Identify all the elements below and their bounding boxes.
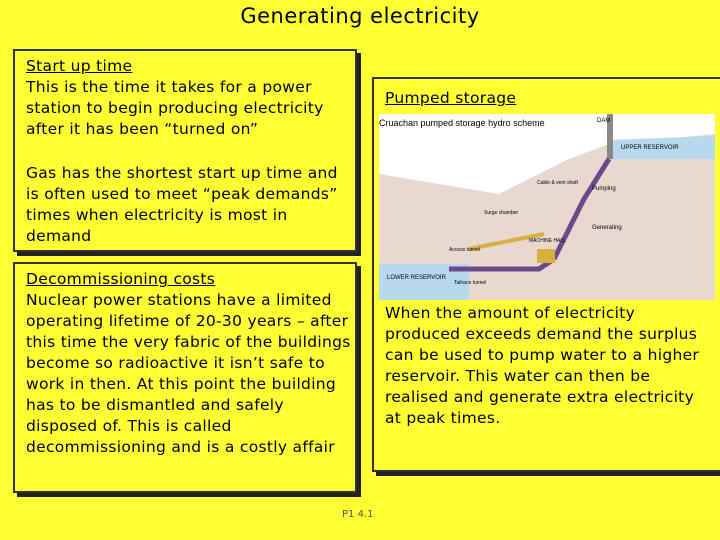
page-title: Generating electricity: [240, 4, 480, 28]
machine-hall: [537, 249, 555, 263]
pumped-storage-box: Pumped storage Cruachan pumped storage h…: [372, 77, 720, 472]
upper-reservoir: [609, 136, 715, 159]
label-generating: Generating: [592, 225, 622, 231]
access-tunnel: [468, 232, 545, 251]
start-up-time-box: Start up time This is the time it takes …: [13, 49, 357, 252]
start-up-body: This is the time it takes for a power st…: [26, 78, 324, 138]
start-up-text: Start up time This is the time it takes …: [26, 56, 351, 140]
label-lower-reservoir: LOWER RESERVOIR: [387, 275, 447, 281]
pumped-storage-description: When the amount of electricity produced …: [385, 304, 700, 427]
label-machine-hall: MACHINE HALL: [529, 238, 566, 244]
pumped-storage-heading: Pumped storage: [385, 89, 517, 107]
slide-reference: P1 4.1: [342, 509, 374, 520]
label-cable-shaft: Cable & vent shaft: [537, 180, 578, 186]
dam-wall: [607, 114, 613, 159]
decommissioning-body: Nuclear power stations have a limited op…: [26, 291, 351, 456]
label-upper-reservoir: UPPER RESERVOIR: [621, 145, 679, 151]
gas-paragraph: Gas has the shortest start up time and i…: [26, 164, 338, 245]
label-access-tunnel: Access tunnel: [449, 247, 480, 253]
pumped-storage-diagram: Cruachan pumped storage hydro scheme DAM…: [379, 114, 715, 300]
hillside: [379, 134, 715, 300]
diagram-title: Cruachan pumped storage hydro scheme: [379, 118, 545, 128]
decommissioning-text: Decommissioning costs Nuclear power stat…: [26, 269, 351, 458]
gas-text: Gas has the shortest start up time and i…: [26, 163, 351, 247]
label-surge-chamber: Surge chamber: [484, 210, 519, 216]
pipe-shaft: [551, 157, 612, 261]
label-pumping: Pumping: [592, 186, 616, 192]
label-dam: DAM: [597, 118, 610, 124]
decommissioning-heading: Decommissioning costs: [26, 270, 216, 288]
decommissioning-box: Decommissioning costs Nuclear power stat…: [13, 262, 357, 493]
start-up-heading: Start up time: [26, 57, 133, 75]
label-tailrace-tunnel: Tailrace tunnel: [454, 280, 486, 286]
